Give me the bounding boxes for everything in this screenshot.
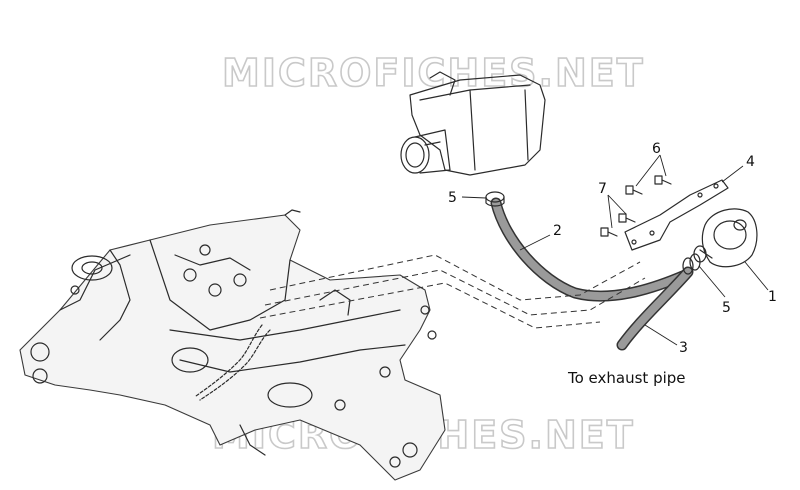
hose-2 bbox=[490, 197, 691, 302]
airbox bbox=[400, 71, 546, 176]
valve-body bbox=[693, 208, 758, 268]
hose-clamp bbox=[682, 253, 701, 275]
hose-3 bbox=[616, 266, 694, 351]
frame-assembly bbox=[19, 209, 446, 481]
routing-path bbox=[259, 254, 646, 329]
callout-5-cap: 5 bbox=[448, 190, 457, 206]
bracket bbox=[624, 179, 729, 251]
screws-6 bbox=[625, 175, 672, 195]
exhaust-note: To exhaust pipe bbox=[567, 369, 686, 387]
callout-2: 2 bbox=[553, 223, 562, 239]
screws-7 bbox=[600, 213, 636, 237]
callout-4: 4 bbox=[746, 154, 755, 170]
callout-7: 7 bbox=[598, 181, 607, 197]
callout-1: 1 bbox=[768, 289, 777, 305]
hose-cap bbox=[485, 191, 505, 207]
callout-5-clamp: 5 bbox=[722, 300, 731, 316]
leader-lines bbox=[461, 154, 769, 346]
callout-3: 3 bbox=[679, 340, 688, 356]
callout-6: 6 bbox=[652, 141, 661, 157]
